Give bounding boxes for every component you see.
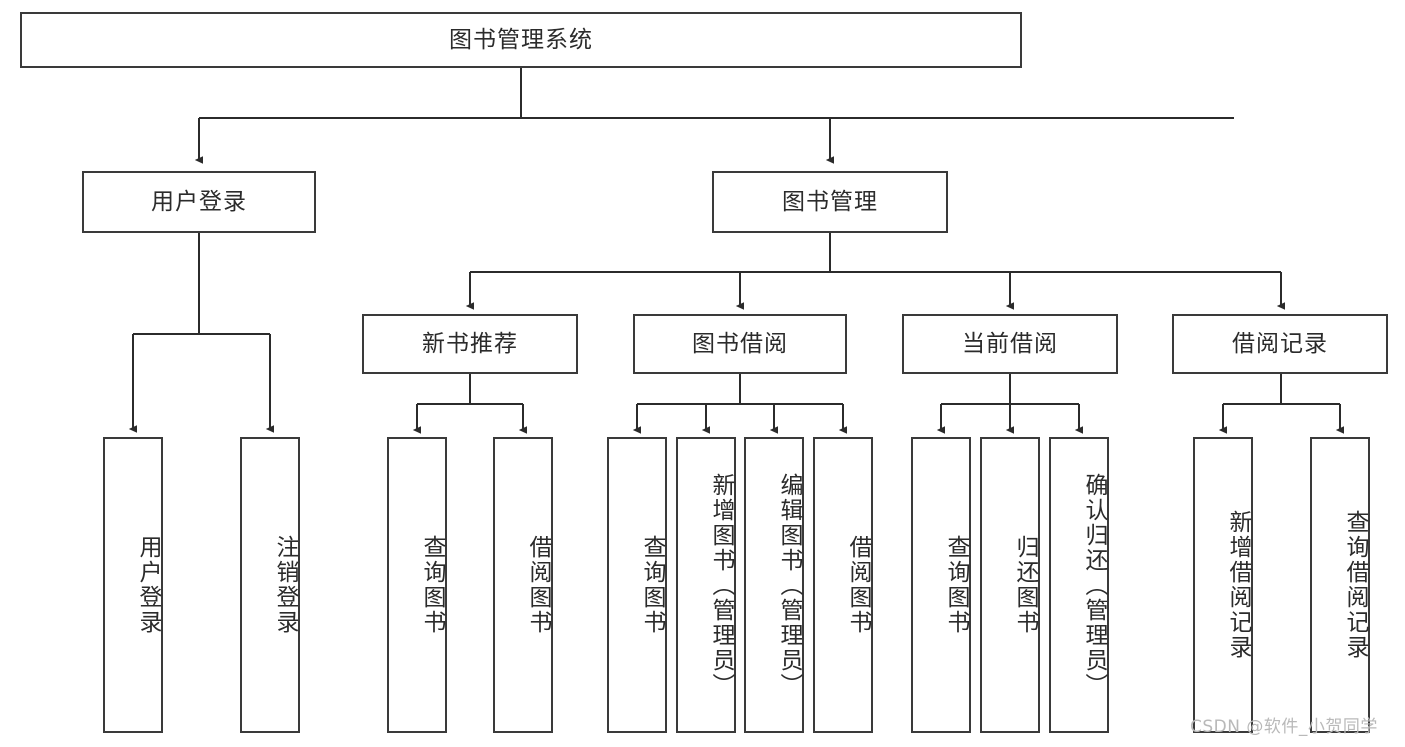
leaf-label: 归还图书: [1012, 535, 1038, 635]
leaf-label: 借阅图书: [845, 535, 871, 635]
leaf-user-login-login[interactable]: 用户登录: [103, 437, 163, 733]
leaf-label: 查询图书: [943, 535, 969, 635]
node-book-borrow-label: 图书借阅: [692, 330, 788, 357]
leaf-book-borrow-lend[interactable]: 借阅图书: [813, 437, 873, 733]
leaf-label: 查询借阅记录: [1342, 510, 1368, 660]
leaf-label: 借阅图书: [525, 535, 551, 635]
node-book-manage-label: 图书管理: [782, 188, 878, 215]
leaf-book-borrow-edit[interactable]: 编辑图书（管理员）: [744, 437, 804, 733]
leaf-current-borrow-query[interactable]: 查询图书: [911, 437, 971, 733]
node-new-book-recommend[interactable]: 新书推荐: [362, 314, 578, 374]
leaf-new-book-borrow[interactable]: 借阅图书: [493, 437, 553, 733]
leaf-label: 确认归还（管理员）: [1081, 472, 1107, 698]
leaf-label: 用户登录: [135, 535, 161, 635]
node-borrow-record-label: 借阅记录: [1232, 330, 1328, 357]
leaf-borrow-record-add[interactable]: 新增借阅记录: [1193, 437, 1253, 733]
leaf-label: 新增借阅记录: [1225, 510, 1251, 660]
leaf-label: 查询图书: [419, 535, 445, 635]
node-book-manage[interactable]: 图书管理: [712, 171, 948, 233]
leaf-label: 注销登录: [272, 535, 298, 635]
node-user-login-label: 用户登录: [151, 188, 247, 215]
leaf-user-login-logout[interactable]: 注销登录: [240, 437, 300, 733]
node-current-borrow-label: 当前借阅: [962, 330, 1058, 357]
node-root-label: 图书管理系统: [449, 26, 593, 53]
leaf-label: 新增图书（管理员）: [708, 472, 734, 698]
node-root[interactable]: 图书管理系统: [20, 12, 1022, 68]
leaf-new-book-query[interactable]: 查询图书: [387, 437, 447, 733]
node-current-borrow[interactable]: 当前借阅: [902, 314, 1118, 374]
node-user-login[interactable]: 用户登录: [82, 171, 316, 233]
leaf-label: 查询图书: [639, 535, 665, 635]
csdn-watermark: CSDN @软件_小贺同学: [1190, 717, 1378, 737]
leaf-book-borrow-add[interactable]: 新增图书（管理员）: [676, 437, 736, 733]
node-borrow-record[interactable]: 借阅记录: [1172, 314, 1388, 374]
node-new-book-recommend-label: 新书推荐: [422, 330, 518, 357]
leaf-current-borrow-confirm[interactable]: 确认归还（管理员）: [1049, 437, 1109, 733]
leaf-borrow-record-query[interactable]: 查询借阅记录: [1310, 437, 1370, 733]
leaf-book-borrow-query[interactable]: 查询图书: [607, 437, 667, 733]
leaf-label: 编辑图书（管理员）: [776, 472, 802, 698]
leaf-current-borrow-return[interactable]: 归还图书: [980, 437, 1040, 733]
node-book-borrow[interactable]: 图书借阅: [633, 314, 847, 374]
